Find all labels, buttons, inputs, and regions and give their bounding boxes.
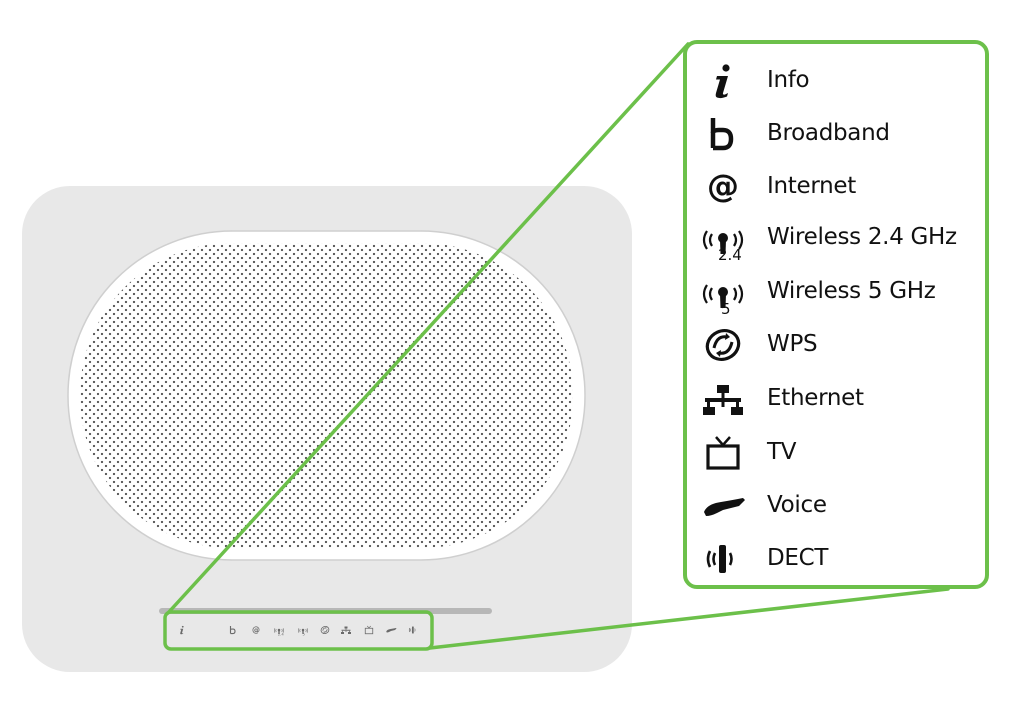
svg-text:2.4: 2.4 (718, 246, 742, 264)
legend-label: Broadband (767, 120, 890, 146)
legend-label: Internet (767, 173, 856, 199)
router-led-info-icon (180, 625, 184, 635)
router-led-broadband-icon (229, 626, 236, 635)
led-legend-panel: Info Broadband @ Internet 2.4 Wireless 2… (683, 40, 989, 589)
legend-label: WPS (767, 331, 818, 357)
callout-line-bottom (428, 587, 950, 650)
info-icon (701, 61, 753, 101)
internet-icon: @ (701, 167, 753, 207)
indicator-highlight-box (163, 610, 434, 651)
router-indicator-icons: @ 2.4 5 (180, 625, 416, 637)
router-led-wireless-24-icon: 2.4 (273, 628, 285, 637)
legend-item: WPS (687, 325, 987, 365)
router-led-internet-icon: @ (252, 626, 260, 635)
legend-label: TV (767, 439, 797, 465)
router-led-wireless-5-icon: 5 (297, 628, 309, 637)
wireless-5-icon: 5 (701, 272, 753, 318)
legend-label: Voice (767, 492, 827, 518)
legend-label: Wireless 2.4 GHz (767, 224, 957, 250)
wps-icon (701, 325, 753, 365)
legend-item: @ Internet (687, 167, 987, 207)
legend-label: Info (767, 67, 810, 93)
legend-item: Voice (687, 486, 987, 526)
router-led-ethernet-icon (341, 626, 351, 634)
wireless-24-icon: 2.4 (701, 218, 753, 264)
legend-label: Wireless 5 GHz (767, 278, 936, 304)
legend-item: TV (687, 433, 987, 473)
legend-label: DECT (767, 545, 829, 571)
legend-item: 5 Wireless 5 GHz (687, 272, 987, 318)
legend-label: Ethernet (767, 385, 864, 411)
speaker-grille-dots (80, 243, 573, 548)
voice-icon (701, 486, 753, 526)
router-led-voice-icon (386, 628, 397, 633)
legend-item: 2.4 Wireless 2.4 GHz (687, 218, 987, 264)
router-led-tv-icon (364, 625, 374, 635)
legend-item: Broadband (687, 114, 987, 154)
svg-text:5: 5 (721, 300, 731, 318)
svg-text:@: @ (707, 167, 739, 205)
router-led-dect-icon (408, 626, 416, 634)
svg-text:5: 5 (303, 633, 306, 637)
svg-text:@: @ (252, 626, 260, 635)
tv-icon (701, 433, 753, 473)
dect-icon (701, 539, 753, 579)
ethernet-icon (701, 379, 753, 419)
svg-text:2.4: 2.4 (278, 633, 285, 637)
callout-line-top (166, 42, 690, 615)
broadband-icon (701, 114, 753, 154)
legend-item: Info (687, 61, 987, 101)
router-led-wps-icon (320, 626, 330, 634)
legend-item: DECT (687, 539, 987, 579)
legend-item: Ethernet (687, 379, 987, 419)
